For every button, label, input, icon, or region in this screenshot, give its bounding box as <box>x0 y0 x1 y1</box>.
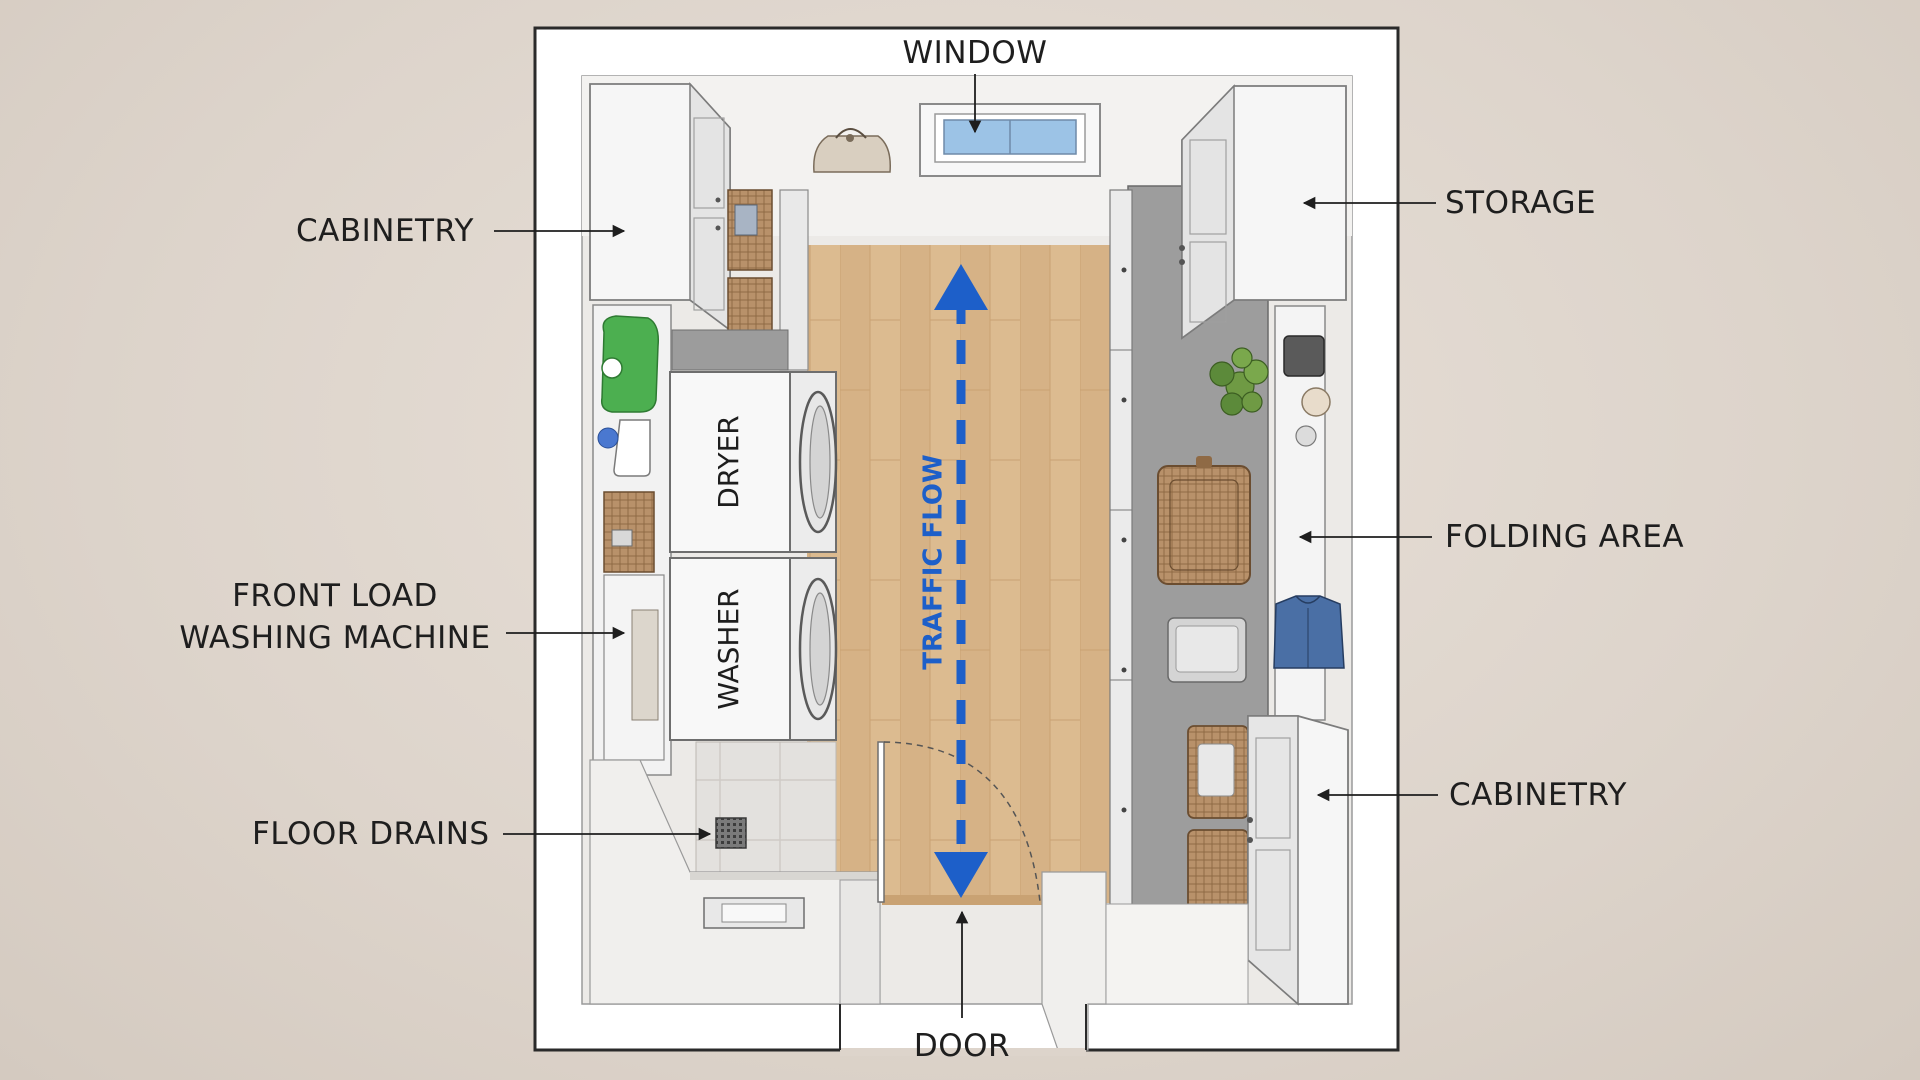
door-swing-icon <box>877 741 1041 903</box>
right-base-cabinets <box>1109 189 1133 911</box>
bag-icon <box>813 128 891 173</box>
left-counter-gray <box>671 329 789 371</box>
cabinetry-right <box>1247 715 1349 1006</box>
shirt-icon <box>1273 595 1345 669</box>
basket-icon <box>1187 725 1249 923</box>
detergent-icon <box>597 315 660 477</box>
arrow-icon <box>934 264 988 898</box>
jar-icon <box>1283 335 1331 447</box>
basket-icon <box>1157 456 1251 585</box>
washer <box>669 557 838 741</box>
door-label: DOOR <box>913 1028 1011 1064</box>
tile-floor <box>695 741 837 873</box>
basket-icon <box>603 491 655 573</box>
right-lower-step <box>1041 871 1249 1051</box>
folding-area-label: FOLDING AREA <box>1445 519 1685 555</box>
folded-linen <box>631 609 659 721</box>
drain-icon <box>715 817 747 849</box>
left-lower-step <box>589 759 881 1005</box>
cabinetry-right-label: CABINETRY <box>1449 777 1627 813</box>
plant-icon <box>1209 347 1269 416</box>
basket-icon <box>727 189 773 351</box>
traffic-flow-label: TRAFFIC FLOW <box>919 454 949 669</box>
dryer <box>669 371 838 553</box>
callout-arrows <box>494 74 1438 1018</box>
washer-label: WASHER <box>712 588 745 709</box>
cabinetry-left-label: CABINETRY <box>296 213 474 249</box>
dryer-label: DRYER <box>712 415 745 508</box>
window-label: WINDOW <box>902 35 1048 71</box>
front-load-label: FRONT LOAD WASHING MACHINE <box>170 575 500 659</box>
folded-towels-top <box>1175 625 1239 673</box>
cabinetry-left <box>589 82 731 332</box>
front-load-line2: WASHING MACHINE <box>179 620 491 656</box>
window-icon <box>919 103 1101 177</box>
storage-cabinet <box>1179 84 1347 340</box>
door-opening <box>840 1048 1086 1056</box>
front-load-line1: FRONT LOAD <box>232 578 438 614</box>
storage-label: STORAGE <box>1445 185 1597 221</box>
door-threshold <box>882 895 1042 905</box>
door-jambs <box>839 1004 1087 1050</box>
floor-drains-label: FLOOR DRAINS <box>252 816 490 852</box>
